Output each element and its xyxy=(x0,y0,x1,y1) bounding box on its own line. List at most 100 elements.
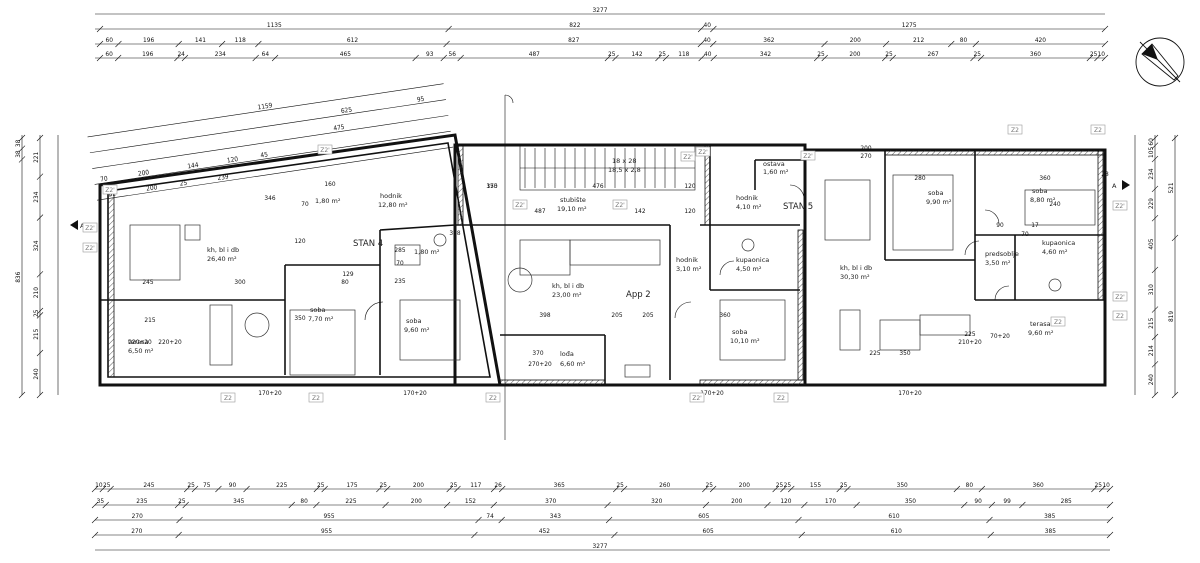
dim-tick xyxy=(36,134,44,142)
dim-tick xyxy=(412,54,419,62)
staircase xyxy=(520,148,695,188)
skew-dim: 475 xyxy=(333,123,345,133)
dimension-value: 99 xyxy=(1003,497,1011,505)
dim-tick xyxy=(313,501,320,509)
dim-tick xyxy=(191,485,199,493)
dim-tick xyxy=(1106,501,1114,509)
room-name: stubište xyxy=(560,196,586,204)
dimension-value: 93 xyxy=(426,50,434,58)
dimension-value: 200 xyxy=(411,497,422,505)
wall-tag-label: Z2' xyxy=(683,154,693,161)
wall-tag: Z2 xyxy=(485,392,501,403)
dim-tick xyxy=(443,40,450,48)
dim-tick xyxy=(321,485,328,493)
dimension-value: 350 xyxy=(905,497,916,505)
dim-tick xyxy=(604,54,612,62)
dimension-value: 234 xyxy=(1147,168,1155,179)
dim-tick xyxy=(490,485,498,493)
dimension-value: 200 xyxy=(850,36,861,44)
dim-tick xyxy=(457,54,464,62)
dim-tick xyxy=(987,531,994,539)
room-name: hodnik xyxy=(380,192,402,200)
dim-tick xyxy=(788,485,795,493)
interior-dimension: 215 xyxy=(144,316,155,324)
dim-tick xyxy=(988,501,996,509)
apartment-title-app2: App 2 xyxy=(626,290,651,300)
dim-tick xyxy=(91,485,99,493)
dimension-value: 25 xyxy=(187,481,195,489)
wall-tag: Z2 xyxy=(1090,124,1106,135)
wall-tag: Z2' xyxy=(82,222,98,233)
skew-dim: 200 xyxy=(137,168,149,178)
dim-tick xyxy=(252,54,259,62)
dim-tick xyxy=(1094,54,1101,62)
dim-tick xyxy=(953,485,961,493)
dimension-value: 260 xyxy=(659,481,670,489)
dimension-value: 35 xyxy=(97,497,105,505)
dim-tick xyxy=(798,531,806,539)
room-name: ostava xyxy=(763,160,785,168)
dim-tick xyxy=(1171,391,1179,399)
dim-tick xyxy=(604,501,611,509)
dim-tick xyxy=(821,54,828,62)
wall-hatch xyxy=(107,144,1106,386)
interior-dimension: 245 xyxy=(142,278,153,286)
dimension-value: 320 xyxy=(651,497,662,505)
interior-dimension: 70+20 xyxy=(990,332,1010,340)
dim-tick xyxy=(1151,361,1159,368)
dimension-value: 152 xyxy=(465,497,476,505)
interior-dimension: 346 xyxy=(264,194,275,202)
dim-tick xyxy=(382,501,389,509)
interior-dimension: 240 xyxy=(1049,200,1060,208)
dimension-value: 155 xyxy=(810,481,821,489)
dimension-value: 141 xyxy=(195,36,206,44)
dim-tick xyxy=(36,307,44,315)
room-name: soba xyxy=(406,317,421,325)
dim-tick xyxy=(1151,266,1159,274)
wall-tag: Z2' xyxy=(800,150,816,161)
dimension-value: 225 xyxy=(276,481,287,489)
dim-tick xyxy=(709,485,717,493)
interior-dimension: 476 xyxy=(592,182,603,190)
dim-tick xyxy=(697,40,705,48)
room-area: 10,10 m² xyxy=(730,337,760,345)
dim-tick xyxy=(702,501,710,509)
dim-tick xyxy=(662,54,670,62)
dim-tick xyxy=(1106,531,1114,539)
dim-tick xyxy=(440,54,447,62)
dimension-value: 80 xyxy=(966,481,974,489)
dim-tick xyxy=(96,54,104,62)
dim-tick xyxy=(18,391,26,399)
dim-tick xyxy=(1151,155,1159,163)
wall-tag-label: Z2' xyxy=(85,245,95,252)
dim-tick xyxy=(255,40,262,48)
dimension-value: 118 xyxy=(235,36,246,44)
dim-tick xyxy=(1098,485,1106,493)
dim-tick xyxy=(613,485,620,493)
dimension-value: 215 xyxy=(32,328,40,339)
interior-dimension: 487 xyxy=(534,207,545,215)
interior-dimension: 170+20 xyxy=(700,389,724,397)
dim-tick xyxy=(1151,333,1159,341)
interior-dimension: 350 xyxy=(486,182,497,190)
dimension-value: 40 xyxy=(704,50,712,58)
interior-dimension: 350 xyxy=(294,314,305,322)
skew-dim: 70 xyxy=(100,174,109,183)
dim-tick xyxy=(376,485,383,493)
room-area: 6,60 m² xyxy=(560,360,586,368)
dim-tick xyxy=(271,54,279,62)
dim-tick xyxy=(697,25,705,33)
dimension-value: 25 xyxy=(103,481,111,489)
dimension-value: 405 xyxy=(1147,238,1155,249)
dimension-value: 200 xyxy=(731,497,742,505)
dimension-value: 75 xyxy=(203,481,211,489)
dim-tick xyxy=(175,40,182,48)
dimension-value: 612 xyxy=(347,36,358,44)
wall-tag-label: Z2' xyxy=(803,153,813,160)
wall-tag-label: Z2' xyxy=(698,149,708,156)
dimension-value: 25 xyxy=(658,50,666,58)
skew-dim: 200 xyxy=(146,183,158,193)
